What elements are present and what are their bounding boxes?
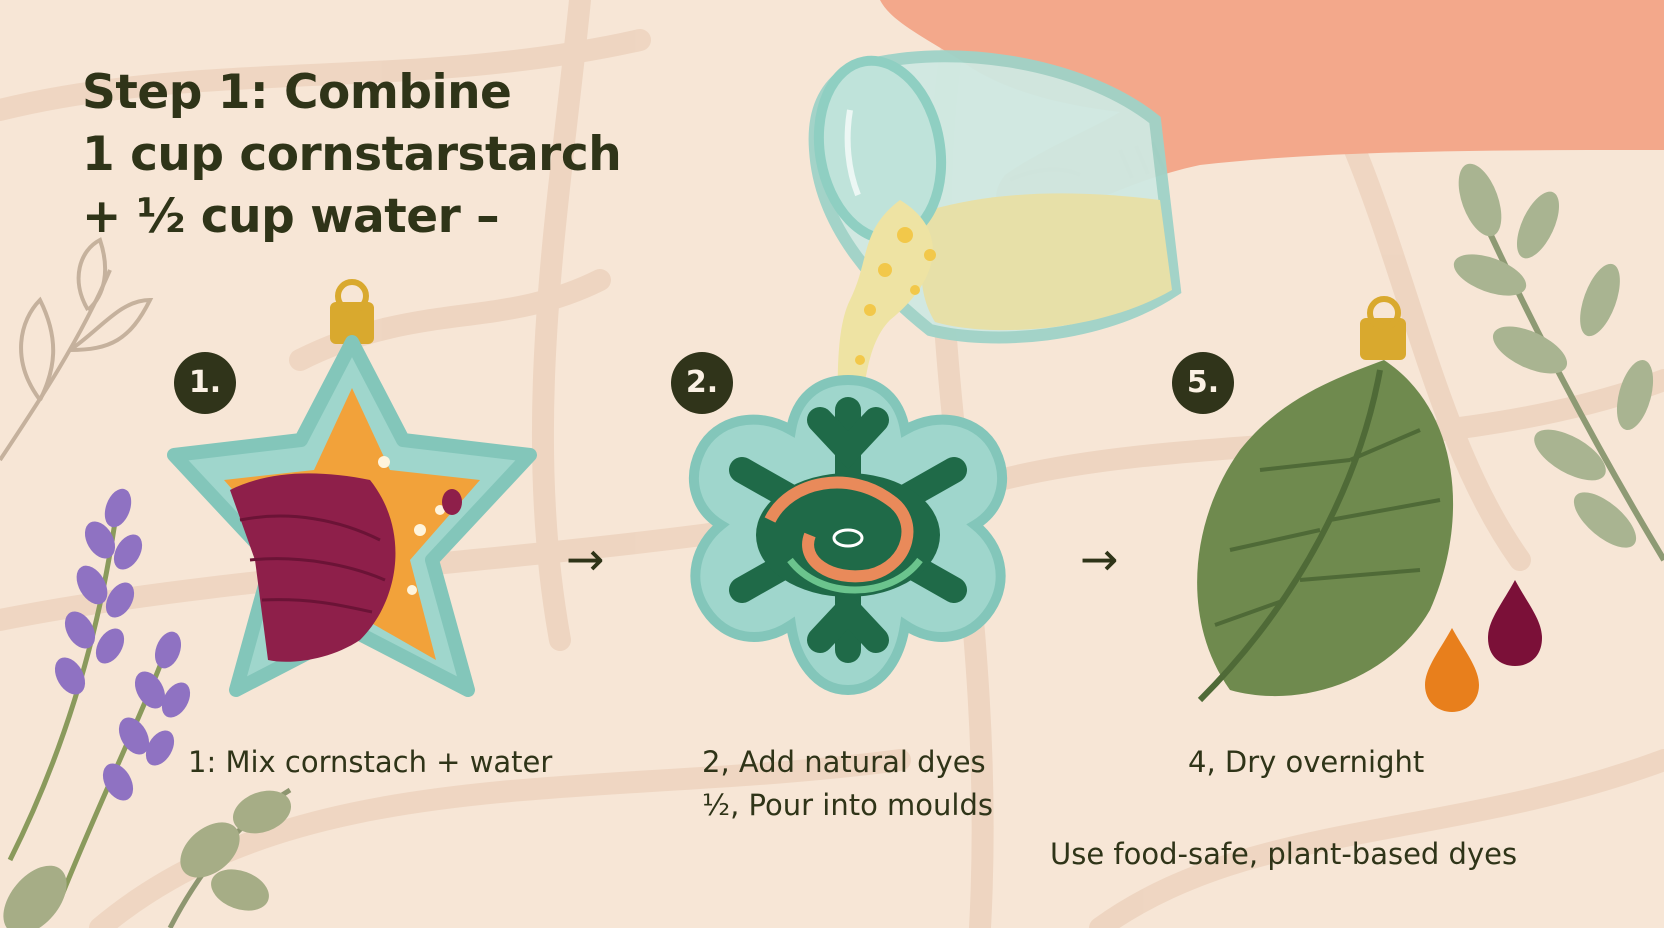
star-mould-icon: [167, 279, 537, 697]
step-4-caption: 4, Dry overnight: [1188, 745, 1425, 779]
page-title: Step 1: Combine 1 cup cornstarstarch + ½…: [82, 62, 622, 248]
step-2-caption: 2, Add natural dyes: [702, 745, 986, 779]
title-line-3: + ½ cup water –: [82, 189, 500, 244]
title-line-2: 1 cup cornstarstarch: [82, 127, 622, 182]
arrow-right-icon: →: [566, 532, 605, 586]
eucalyptus-leaves-icon: [3, 787, 292, 928]
lavender-sprig-icon: [7, 488, 191, 901]
snowflake-mould-icon: [688, 374, 1008, 696]
leaf-ornament-icon: [1197, 296, 1454, 703]
tip-text: Use food-safe, plant-based dyes: [1050, 837, 1518, 871]
step-badge-1: 1.: [174, 352, 236, 414]
olive-branch-icon: [1453, 163, 1664, 562]
cornstarch-stream-icon: [837, 200, 936, 525]
step-3-caption: ½, Pour into moulds: [702, 788, 993, 822]
arrow-right-icon: →: [1080, 532, 1119, 586]
herb-outline-icon: [0, 237, 154, 462]
step-badge-3: 5.: [1172, 352, 1234, 414]
dye-drops-icon: [1425, 580, 1542, 712]
step-1-caption: 1: Mix cornstach + water: [188, 745, 553, 779]
step-badge-2: 2.: [671, 352, 733, 414]
title-line-1: Step 1: Combine: [82, 65, 512, 120]
